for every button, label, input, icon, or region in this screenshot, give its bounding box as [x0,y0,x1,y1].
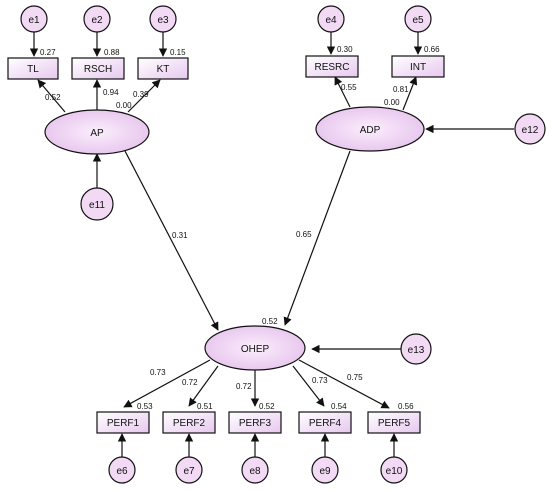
observed-int-label: INT [410,62,426,73]
error-e10: e10 [380,456,408,484]
loading-ap-kt: 0.39 [133,90,149,99]
observed-perf2: PERF2 [162,411,216,434]
latent-ohep-label: OHEP [241,344,270,355]
loading-ohep-perf3: 0.72 [236,382,252,391]
loading-ap-rsch: 0.94 [103,88,119,97]
r2-resrc: 0.30 [337,45,353,54]
r2-perf4: 0.54 [331,402,347,411]
observed-perf1: PERF1 [96,411,150,434]
observed-kt-label: KT [157,64,170,75]
r2-ohep: 0.52 [262,317,278,326]
error-e3-label: e3 [157,15,169,26]
error-e5: e5 [404,5,432,33]
error-e4-label: e4 [325,15,337,26]
observed-tl-label: TL [27,64,39,75]
edge-ap-ohep [124,150,219,331]
observed-resrc: RESRC [305,55,359,78]
observed-rsch: RSCH [71,57,125,80]
observed-perf2-label: PERF2 [173,418,206,429]
error-e7-label: e7 [183,466,195,477]
error-e11: e11 [80,187,114,221]
error-e8: e8 [241,456,269,484]
edge-ap-tl [37,79,66,113]
error-e2-label: e2 [91,15,103,26]
r2-rsch: 0.88 [104,48,120,57]
error-e7: e7 [175,456,203,484]
observed-perf5-label: PERF5 [378,418,411,429]
edge-ohep-perf5 [298,359,390,409]
loading-adp-ohep: 0.65 [296,230,312,239]
error-e11-label: e11 [89,200,105,211]
edge-ohep-perf1 [123,359,211,408]
error-e9: e9 [311,456,339,484]
error-e12: e12 [514,113,546,145]
edge-adp-int [402,76,418,111]
observed-perf4-label: PERF4 [309,418,342,429]
latent-ap: AP [44,109,150,155]
error-e3: e3 [149,5,177,33]
error-e1: e1 [20,5,48,33]
observed-rsch-label: RSCH [84,64,112,75]
loading-adp-int: 0.81 [393,85,409,94]
error-e4: e4 [317,5,345,33]
edge-ohep-perf4 [292,365,325,407]
loading-adp-resrc: 0.55 [341,83,357,92]
r2-perf2: 0.51 [197,402,213,411]
latent-adp: ADP [315,106,425,152]
error-e13: e13 [400,333,432,365]
error-e2: e2 [83,5,111,33]
observed-int: INT [391,55,445,78]
r2-perf5: 0.56 [398,402,414,411]
error-e10-label: e10 [386,466,403,477]
error-e9-label: e9 [319,466,331,477]
error-e12-label: e12 [522,125,539,136]
latent-ohep: OHEP [204,325,306,371]
r2-perf1: 0.53 [137,402,153,411]
observed-perf4: PERF4 [298,411,352,434]
observed-kt: KT [137,57,189,80]
loading-ohep-perf4: 0.73 [312,376,328,385]
loading-ohep-perf2: 0.72 [182,378,198,387]
error-e1-label: e1 [28,15,40,26]
edge-ohep-perf2 [188,365,219,407]
error-e5-label: e5 [412,15,424,26]
loading-ap-ohep: 0.31 [172,231,188,240]
latent-ap-label: AP [90,128,104,139]
error-e8-label: e8 [249,466,261,477]
r2-perf3: 0.52 [259,402,275,411]
observed-resrc-label: RESRC [314,62,349,73]
loading-ap-tl: 0.52 [45,93,61,102]
r2-tl: 0.27 [40,48,56,57]
r2-kt: 0.15 [170,48,186,57]
r2-int: 0.66 [424,45,440,54]
observed-perf3-label: PERF3 [239,418,272,429]
error-e6-label: e6 [116,466,128,477]
loading-ohep-perf1: 0.73 [150,368,166,377]
r2-ap: 0.00 [116,101,132,110]
latent-adp-label: ADP [360,125,381,136]
error-e6: e6 [108,456,136,484]
observed-perf5: PERF5 [367,411,421,434]
edge-adp-resrc [334,76,351,108]
edge-adp-ohep [283,150,351,326]
r2-adp: 0.00 [384,98,400,107]
error-e13-label: e13 [408,345,425,356]
observed-perf3: PERF3 [228,411,282,434]
observed-perf1-label: PERF1 [107,418,140,429]
loading-ohep-perf5: 0.75 [347,373,363,382]
observed-tl: TL [7,57,59,80]
edge-ap-kt [127,79,161,113]
